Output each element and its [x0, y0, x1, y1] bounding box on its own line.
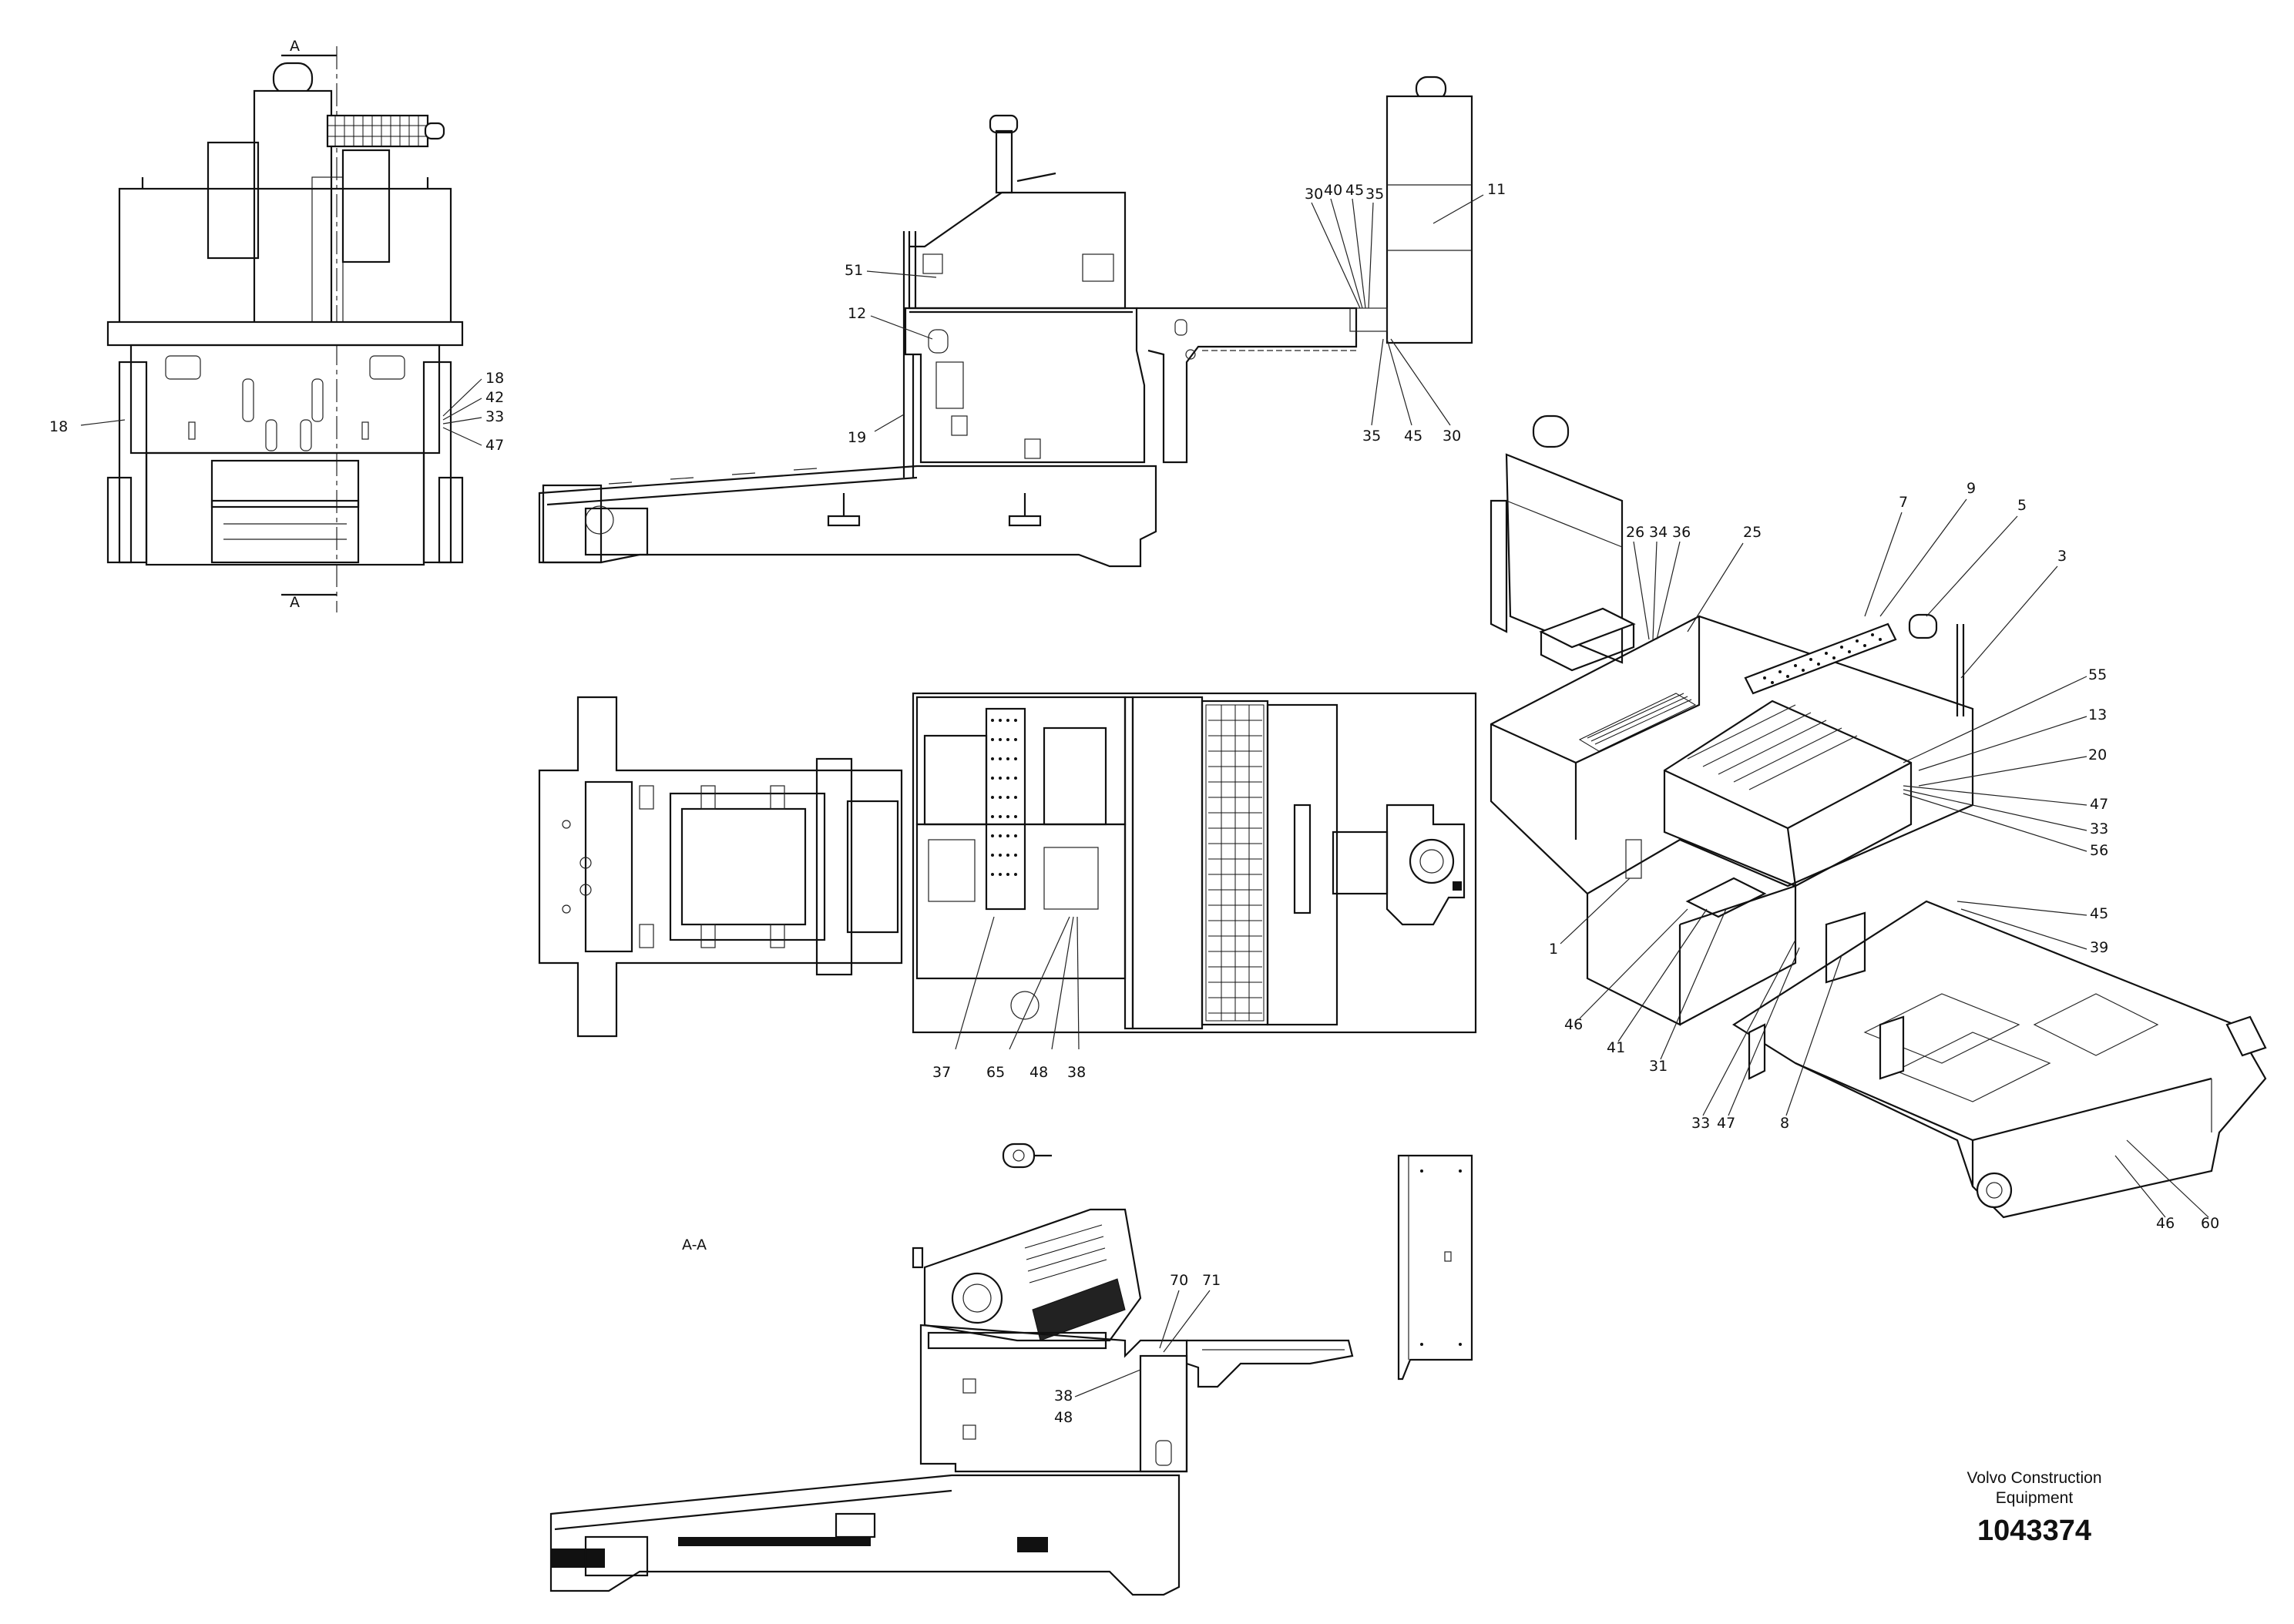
- top-view-callouts: 37 65 48 38: [932, 916, 1086, 1081]
- callout-65: 65: [986, 1064, 1005, 1081]
- callout-31: 31: [1649, 1058, 1668, 1075]
- callout-47-iso-left: 47: [1717, 1115, 1735, 1132]
- callout-1: 1: [1549, 941, 1558, 958]
- callout-38-top: 38: [1067, 1064, 1086, 1081]
- callout-38-section: 38: [1054, 1387, 1073, 1404]
- callout-55: 55: [2088, 666, 2107, 683]
- callout-36: 36: [1672, 524, 1691, 541]
- company-name-line1: Volvo Construction: [1967, 1469, 2102, 1487]
- side-panel-view: [1397, 1154, 1473, 1381]
- callout-7: 7: [1899, 494, 1908, 511]
- callout-33-iso-left: 33: [1691, 1115, 1710, 1132]
- callout-19: 19: [848, 429, 866, 446]
- callout-51: 51: [845, 262, 863, 279]
- callout-33-front: 33: [485, 408, 504, 425]
- callout-8: 8: [1780, 1115, 1789, 1132]
- callout-39: 39: [2090, 939, 2108, 956]
- callout-35-top: 35: [1365, 186, 1384, 203]
- side-view: 51 12 19 30 40 45 35 11 35 45 30: [538, 75, 1506, 568]
- callout-35-bottom: 35: [1362, 428, 1381, 445]
- callout-46-iso-bottom: 46: [2156, 1215, 2175, 1232]
- callout-3: 3: [2057, 548, 2067, 565]
- front-view-callouts: 18 18 42 33 47: [49, 370, 504, 454]
- callout-30-top: 30: [1305, 186, 1323, 203]
- callout-18-left: 18: [49, 418, 68, 435]
- callout-45-top: 45: [1345, 182, 1364, 199]
- callout-12: 12: [848, 305, 866, 322]
- top-view: 37 65 48 38: [538, 692, 1477, 1081]
- callout-56: 56: [2090, 842, 2108, 859]
- callout-71: 71: [1202, 1272, 1221, 1289]
- callout-33-iso-right: 33: [2090, 820, 2108, 837]
- callout-5: 5: [2017, 497, 2027, 514]
- callout-46-iso-left: 46: [1564, 1016, 1583, 1033]
- section-cut-letter-bottom: A: [290, 594, 300, 611]
- callout-42: 42: [485, 389, 504, 406]
- isometric-view: 26 34 36 25 7 9 5 3 55 13 20 47 33: [1490, 414, 2267, 1232]
- callout-47-front: 47: [485, 437, 504, 454]
- callout-18-right: 18: [485, 370, 504, 387]
- front-view: A A: [49, 38, 504, 612]
- section-view-callouts: 70 71 38 48: [1054, 1272, 1221, 1426]
- callout-11: 11: [1487, 181, 1506, 198]
- callout-34: 34: [1649, 524, 1668, 541]
- callout-48-top: 48: [1029, 1064, 1048, 1081]
- callout-41: 41: [1607, 1039, 1625, 1056]
- callout-9: 9: [1967, 480, 1976, 497]
- company-name-line2: Equipment: [1995, 1489, 2074, 1507]
- callout-13: 13: [2088, 706, 2107, 723]
- drawing-number: 1043374: [1977, 1515, 2091, 1547]
- section-cut-letter-top: A: [290, 38, 300, 55]
- callout-48-section: 48: [1054, 1409, 1073, 1426]
- callout-40: 40: [1324, 182, 1342, 199]
- callout-25: 25: [1743, 524, 1762, 541]
- callout-45-bottom: 45: [1404, 428, 1422, 445]
- callout-47-iso-right: 47: [2090, 796, 2108, 813]
- callout-37: 37: [932, 1064, 951, 1081]
- title-block: Volvo Construction Equipment 1043374: [1919, 1468, 2150, 1548]
- section-label: A-A: [682, 1236, 707, 1253]
- section-view: A-A 70: [549, 1143, 1354, 1596]
- callout-20: 20: [2088, 747, 2107, 763]
- callout-45-iso: 45: [2090, 905, 2108, 922]
- callout-26: 26: [1626, 524, 1644, 541]
- callout-60: 60: [2201, 1215, 2219, 1232]
- callout-30-bottom: 30: [1443, 428, 1461, 445]
- callout-70: 70: [1170, 1272, 1188, 1289]
- side-view-callouts: 51 12 19 30 40 45 35 11 35 45 30: [845, 181, 1506, 446]
- isometric-view-callouts: 26 34 36 25 7 9 5 3 55 13 20 47 33: [1549, 480, 2219, 1232]
